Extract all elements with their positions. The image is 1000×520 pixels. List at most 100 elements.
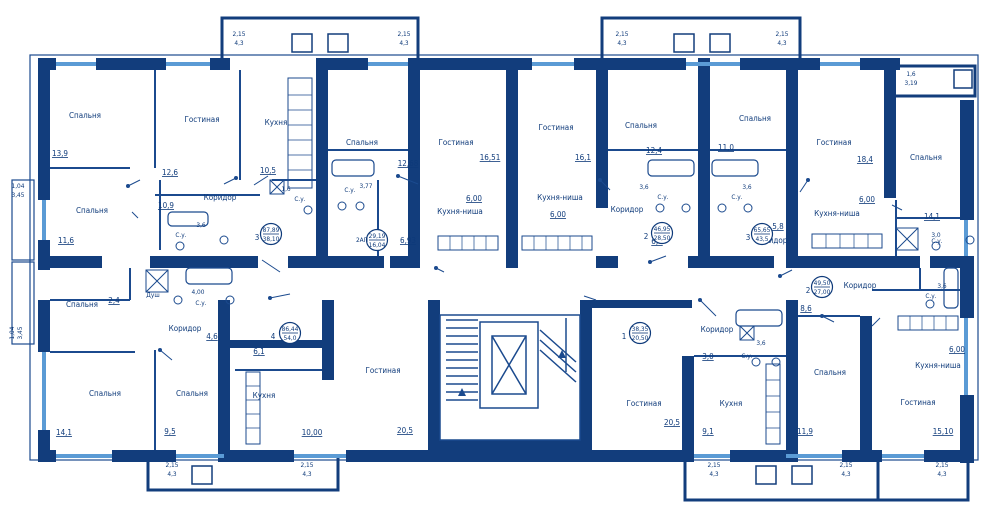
balcony-bottom-1: 4,3 xyxy=(399,39,409,47)
room-name-kuhn3: Кухня-ниша xyxy=(814,209,860,218)
bath-label-7: С.у. xyxy=(195,299,206,307)
bath-area-3: 3,6 xyxy=(639,183,649,191)
apartment-living-6: 20,50 xyxy=(632,334,649,342)
balcony-top-6: 2,15 xyxy=(300,461,313,469)
room-name-sp1: Спальня xyxy=(69,111,101,120)
bath-label-8: С.у. xyxy=(925,292,936,300)
side-balcony-bottom-1: 3,45 xyxy=(16,326,24,339)
balcony-bottom-3: 4,3 xyxy=(777,39,787,47)
bath-label-2: С.у. xyxy=(175,231,186,239)
apartment-living-3: 43,5 xyxy=(755,235,768,243)
bath-area-1: 3,77 xyxy=(359,182,372,190)
bath-area-2: 3,6 xyxy=(196,221,206,229)
room-area-kuh2: 10,00 xyxy=(302,428,323,437)
balcony-bottom-8: 4,3 xyxy=(841,470,851,478)
room-name-gost1: Гостиная xyxy=(184,115,219,124)
shafts xyxy=(145,179,919,341)
room-labels: Спальня13,9Гостиная12,6Кухня10,5Спальня1… xyxy=(52,111,965,437)
bath-area-4: 3,6 xyxy=(742,183,752,191)
balcony-bottom-4: 3,19 xyxy=(904,79,917,87)
room-area-sp10: 11,9 xyxy=(797,427,813,436)
room-name-sp4: Спальня xyxy=(625,121,657,130)
room-area-gost7: 15,10 xyxy=(933,427,954,436)
apartment-rooms-4: 2 xyxy=(806,286,811,295)
bath-label-6: Душ xyxy=(146,291,159,299)
balcony-top-5: 2,15 xyxy=(165,461,178,469)
apartment-rooms-2: 2 xyxy=(644,232,649,241)
room-name-sp8: Спальня xyxy=(89,389,121,398)
room-area-kuh3: 9,1 xyxy=(702,427,713,436)
balcony-labels: 2,154,32,154,32,154,32,154,31,63,192,154… xyxy=(8,30,949,478)
apartment-rooms-5: 4 xyxy=(271,332,276,341)
room-name-kor2: Коридор xyxy=(611,205,644,214)
windows xyxy=(42,62,968,458)
room-area-sp9: 9,5 xyxy=(164,427,175,436)
room-name-sp5: Спальня xyxy=(739,114,771,123)
balcony-top-9: 2,15 xyxy=(935,461,948,469)
side-balcony-bottom-0: 3,45 xyxy=(11,191,24,199)
room-area-sp2: 11,6 xyxy=(58,236,74,245)
apartment-total-0: 87,89 xyxy=(263,226,280,234)
room-name-kuhn1: Кухня-ниша xyxy=(437,207,483,216)
room-name-kor1: Коридор xyxy=(204,193,237,202)
bath-area-0: 1,6 xyxy=(281,185,291,193)
bath-area-9: 3,6 xyxy=(756,339,766,347)
apartment-total-3: 65,65 xyxy=(754,226,771,234)
room-name-sp9: Спальня xyxy=(176,389,208,398)
side-balcony-top-1: 1,04 xyxy=(8,326,16,339)
bath-label-4: С.у. xyxy=(731,193,742,201)
room-area-gost1: 12,6 xyxy=(162,168,178,177)
room-name-kuhn4: Кухня-ниша xyxy=(915,361,961,370)
kitchen-counters xyxy=(245,77,959,445)
kitchen-grid xyxy=(246,94,947,429)
bath-area-5: 3,0 xyxy=(931,231,941,239)
bath-label-1: С.у. xyxy=(344,186,355,194)
balcony-top-0: 2,15 xyxy=(232,30,245,38)
room-area-kor5: 4,6 xyxy=(206,332,218,341)
room-area-kuh1: 10,5 xyxy=(260,166,276,175)
balcony-top-7: 2,15 xyxy=(707,461,720,469)
apartment-total-5: 86,44 xyxy=(282,325,299,333)
room-name-kor4: Коридор xyxy=(844,281,877,290)
room-area-gost3: 16,1 xyxy=(575,153,591,162)
room-name-gost5: Гостиная xyxy=(365,366,400,375)
room-name-kor5: Коридор xyxy=(169,324,202,333)
room-area-kuhn3: 6,00 xyxy=(859,195,875,204)
balcony-bottom-6: 4,3 xyxy=(302,470,312,478)
door-markers xyxy=(126,174,824,396)
room-area-sp7: 2,4 xyxy=(108,296,120,305)
apartment-total-6: 38,35 xyxy=(632,325,649,333)
balcony-top-1: 2,15 xyxy=(397,30,410,38)
room-name-sp3: Спальня xyxy=(346,138,378,147)
bath-label-3: С.у. xyxy=(657,193,668,201)
misc-area-0: 12,68 xyxy=(398,159,419,168)
room-name-gost2: Гостиная xyxy=(438,138,473,147)
room-area-gost4: 18,4 xyxy=(857,155,873,164)
balcony-bottom-5: 4,3 xyxy=(167,470,177,478)
bath-label-9: С.у. xyxy=(741,352,752,360)
apartment-living-1: 16,04 xyxy=(369,241,386,249)
room-name-sp6: Спальня xyxy=(910,153,942,162)
room-name-gost3: Гостиная xyxy=(538,123,573,132)
balcony-bottom-9: 4,3 xyxy=(937,470,947,478)
apartment-rooms-0: 3 xyxy=(255,233,260,242)
room-area-kuhn4: 6,00 xyxy=(949,345,965,354)
balcony-bottom-0: 4,3 xyxy=(234,39,244,47)
room-name-sp10: Спальня xyxy=(814,368,846,377)
misc-area-1: 6,93 xyxy=(400,236,416,245)
room-name-kuh3: Кухня xyxy=(720,399,743,408)
side-balcony-top-0: 1,04 xyxy=(11,182,24,190)
balcony-top-3: 2,15 xyxy=(775,30,788,38)
bath-area-7: 4,00 xyxy=(191,288,204,296)
balcony-bottom-7: 4,3 xyxy=(709,470,719,478)
apartment-rooms-6: 1 xyxy=(622,332,627,341)
room-area-kor6: 3,0 xyxy=(702,352,714,361)
fixtures xyxy=(173,201,975,367)
balcony-top-2: 2,15 xyxy=(615,30,628,38)
misc-area-3: 8,6 xyxy=(800,304,812,313)
room-area-sp4: 12,4 xyxy=(646,146,662,155)
room-area-kor3: 5,8 xyxy=(772,222,784,231)
balcony-top-4: 1,6 xyxy=(906,70,916,78)
room-area-gost5: 20,5 xyxy=(397,426,413,435)
